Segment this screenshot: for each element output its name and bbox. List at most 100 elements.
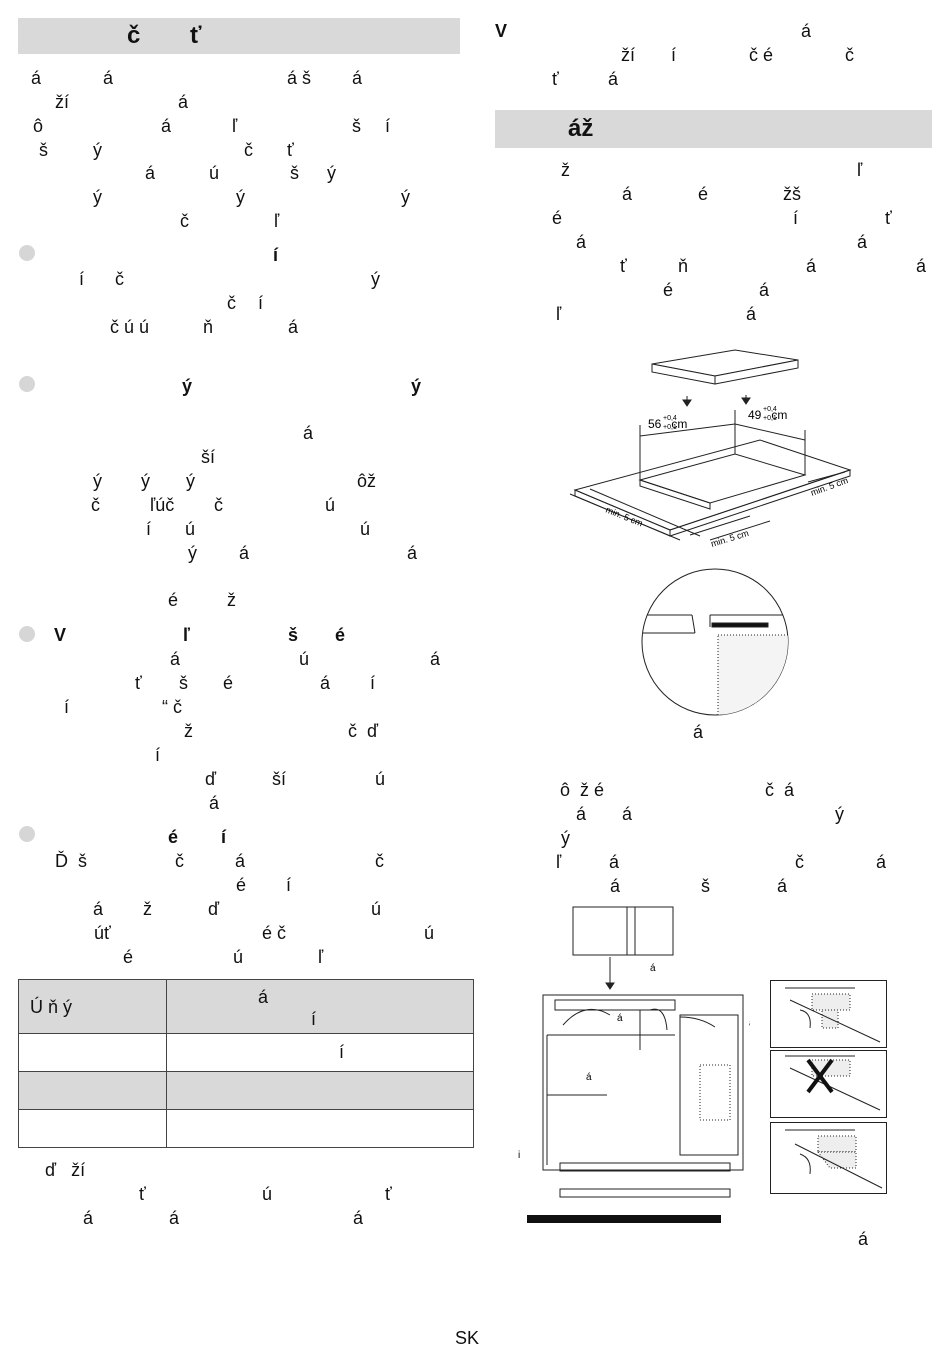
text-fragment: ží	[55, 92, 70, 112]
text-fragment: ľ	[183, 625, 190, 645]
text-fragment: ň	[203, 317, 214, 337]
table-cell	[166, 1071, 474, 1110]
diagram-caption: á	[858, 1229, 869, 1249]
text-fragment: á	[622, 804, 633, 824]
table-header-text: á	[258, 987, 269, 1007]
text-fragment: á	[103, 68, 114, 88]
text-fragment: á	[209, 793, 220, 813]
text-fragment: á	[610, 876, 621, 896]
text-fragment: á	[608, 69, 619, 89]
table-cell	[18, 1033, 167, 1072]
bullet-icon	[19, 826, 35, 842]
text-fragment: ľ	[556, 852, 562, 872]
text-fragment: í	[273, 245, 279, 265]
text-fragment: é	[168, 590, 179, 610]
text-fragment: ľ	[232, 116, 238, 136]
text-fragment: ť	[620, 256, 627, 276]
text-fragment: úť	[94, 923, 111, 943]
table-cell	[18, 1071, 167, 1110]
text-fragment: č	[845, 45, 854, 65]
text-fragment: ú	[299, 649, 310, 669]
text-fragment: á	[170, 649, 181, 669]
bullet-icon	[19, 626, 35, 642]
table-header-text: í	[311, 1009, 317, 1029]
text-fragment: á	[169, 1208, 180, 1228]
text-fragment: í	[64, 697, 70, 717]
text-fragment: é	[123, 947, 134, 967]
text-fragment: é	[663, 280, 674, 300]
text-fragment: ť	[385, 1184, 392, 1204]
text-fragment: š	[352, 116, 361, 136]
text-fragment: č	[175, 851, 184, 871]
text-fragment: č	[91, 495, 100, 515]
text-fragment: ť	[135, 673, 142, 693]
text-fragment: ž	[143, 899, 152, 919]
text-fragment: í	[385, 116, 391, 136]
text-fragment: č	[115, 269, 124, 289]
text-fragment: á	[178, 92, 189, 112]
text-fragment: š	[290, 163, 299, 183]
text-fragment: ú	[185, 519, 196, 539]
text-fragment: á	[31, 68, 42, 88]
diagram-label: á	[617, 1013, 623, 1024]
text-fragment: á	[320, 673, 331, 693]
text-fragment: ú	[360, 519, 371, 539]
text-fragment: á	[161, 116, 172, 136]
text-fragment: ú	[262, 1184, 273, 1204]
text-fragment: č	[375, 851, 384, 871]
min-margin-label: min. 5 cm	[809, 475, 849, 498]
text-fragment: í	[286, 875, 292, 895]
text-fragment: ý	[236, 187, 245, 207]
text-fragment: í	[221, 827, 227, 847]
diagram-label: i	[518, 1150, 520, 1161]
text-fragment: á	[352, 68, 363, 88]
text-fragment: č	[244, 140, 253, 160]
text-fragment: ď	[208, 899, 220, 919]
text-fragment: á	[239, 543, 250, 563]
text-fragment: ň	[678, 256, 689, 276]
text-fragment: ší	[201, 447, 216, 467]
text-fragment: č ď	[348, 721, 379, 741]
text-fragment: ž	[561, 160, 570, 180]
airflow-detail-correct	[770, 980, 887, 1048]
detail-caption: á	[693, 722, 704, 742]
diagram-label: á	[749, 1018, 750, 1029]
text-fragment: č	[214, 495, 223, 515]
table-cell: í	[166, 1033, 474, 1072]
diagram-label: á	[650, 963, 656, 974]
text-fragment: á	[806, 256, 817, 276]
text-fragment: Ď š	[55, 851, 88, 871]
text-fragment: á	[93, 899, 104, 919]
text-fragment: í	[79, 269, 85, 289]
text-fragment: ý	[93, 471, 102, 491]
text-fragment: í	[370, 673, 376, 693]
text-fragment: ú	[424, 923, 435, 943]
bullet-icon	[19, 376, 35, 392]
table-header-cell: Ú ň ý	[18, 979, 167, 1034]
airflow-detail-alternative	[770, 1122, 887, 1194]
table-cell	[18, 1109, 167, 1148]
text-fragment: ý	[182, 376, 193, 396]
cabinet-ventilation-diagram: á á á á i	[518, 906, 750, 1223]
text-fragment: ť	[552, 69, 559, 89]
seal-detail-diagram	[641, 568, 789, 716]
text-fragment: é č	[262, 923, 287, 943]
text-fragment: ž	[184, 721, 193, 741]
text-fragment: š	[179, 673, 188, 693]
diagram-label: á	[586, 1072, 592, 1083]
text-fragment: ť	[287, 140, 294, 160]
text-fragment: á	[353, 1208, 364, 1228]
text-fragment: í	[155, 745, 161, 765]
text-fragment: ľ	[274, 211, 280, 231]
text-fragment: í	[146, 519, 152, 539]
text-fragment: í	[793, 208, 799, 228]
text-fragment: ží	[621, 45, 636, 65]
min-margin-label: min. 5 cm	[604, 505, 644, 529]
text-fragment: ý	[561, 828, 570, 848]
text-fragment: ľ	[556, 304, 562, 324]
heading-char: č	[127, 22, 141, 49]
text-fragment: á	[430, 649, 441, 669]
text-fragment: á	[777, 876, 788, 896]
heading-text: áž	[568, 115, 594, 142]
